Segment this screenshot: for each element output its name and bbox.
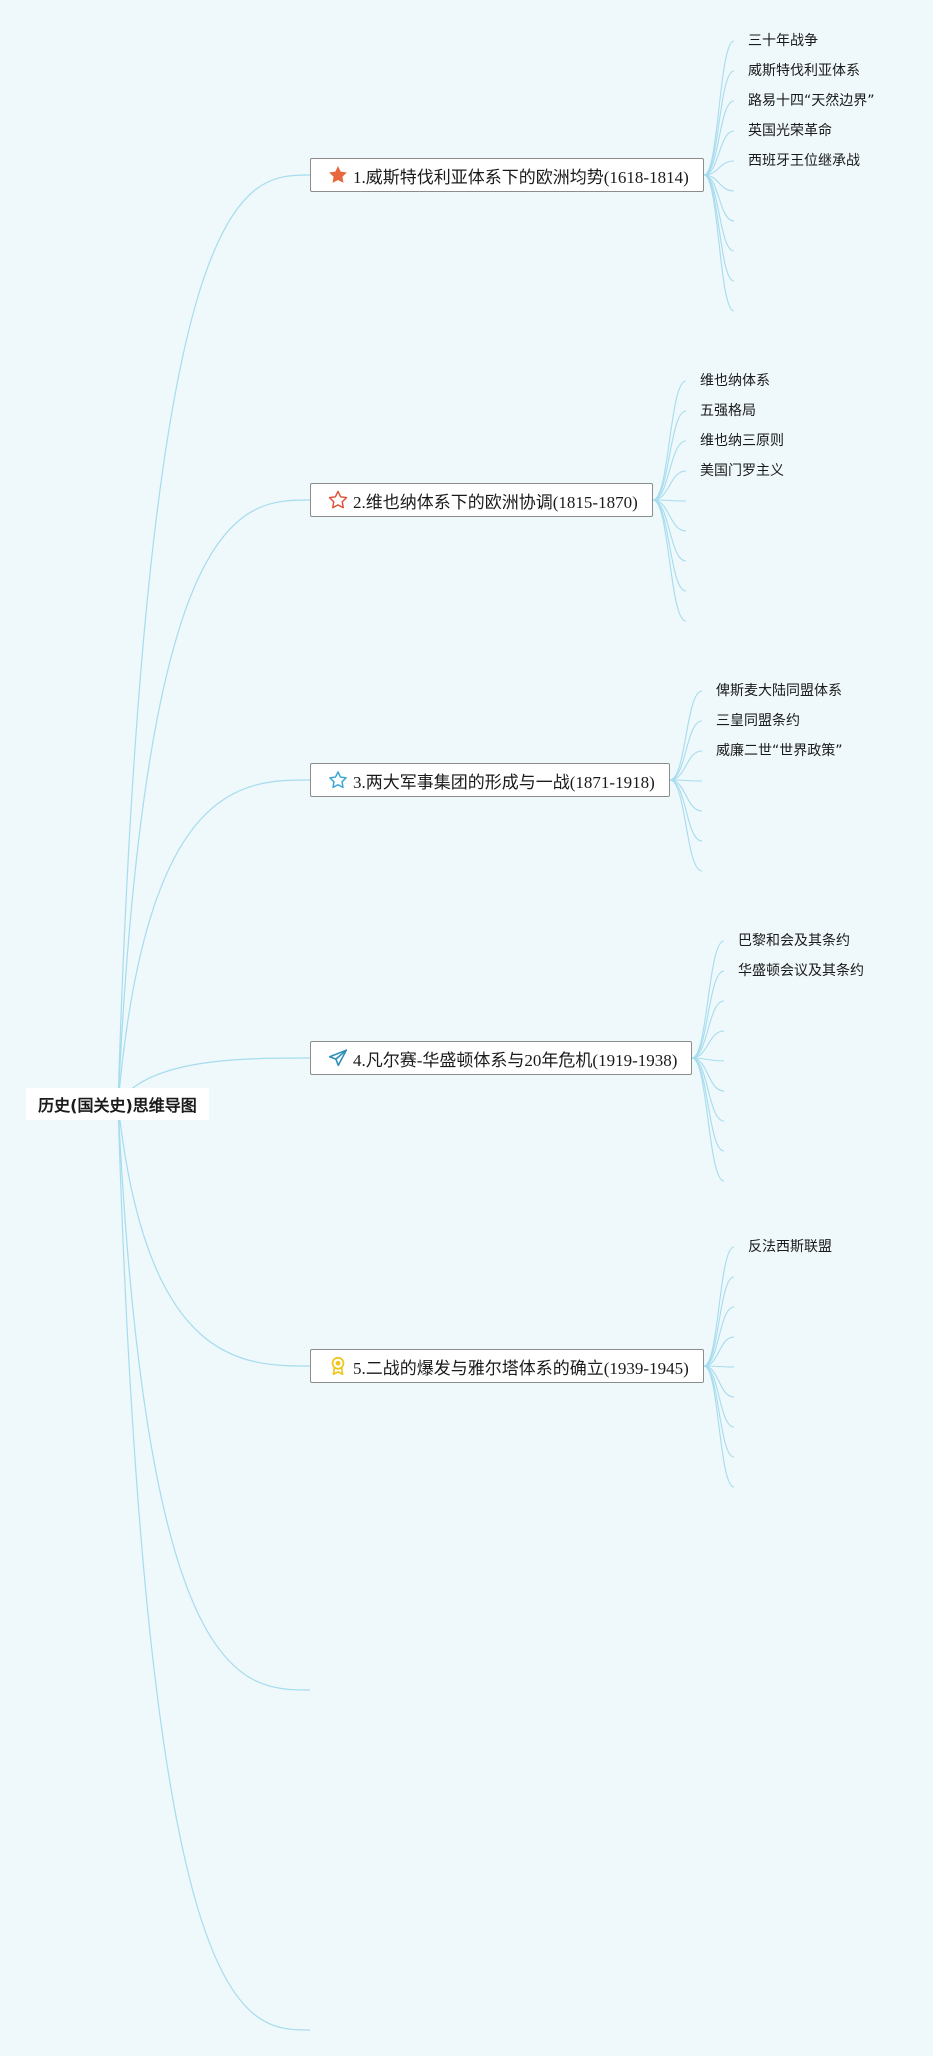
root-connector (117, 174, 311, 1105)
leaf-connector (703, 174, 735, 312)
root-connector (117, 1103, 311, 2031)
leaf-connector (669, 750, 703, 781)
leaf-topic[interactable]: 威斯特伐利亚体系 (748, 63, 860, 79)
leaf-topic[interactable]: 三皇同盟条约 (716, 713, 800, 729)
branch-topic-label: 5.二战的爆发与雅尔塔体系的确立(1939-1945) (353, 1358, 689, 1378)
leaf-connector (691, 970, 725, 1059)
leaf-connector (691, 1057, 725, 1152)
branch-topic-3[interactable]: 3.两大军事集团的形成与一战(1871-1918) (310, 763, 670, 797)
leaf-connector (691, 940, 725, 1059)
branch-topic-label: 2.维也纳体系下的欧洲协调(1815-1870) (353, 492, 638, 512)
leaf-connector (652, 499, 687, 562)
root-connector (117, 1103, 311, 1691)
leaf-topic[interactable]: 维也纳三原则 (700, 433, 784, 449)
leaf-connector (703, 160, 735, 176)
leaf-topic[interactable]: 华盛顿会议及其条约 (738, 963, 864, 979)
leaf-connector (703, 1276, 735, 1367)
leaf-connector (669, 779, 703, 842)
leaf-connector (703, 100, 735, 176)
leaf-connector (691, 1000, 725, 1059)
root-connector (117, 779, 311, 1105)
leaf-connector (669, 779, 703, 812)
leaf-connector (703, 40, 735, 176)
leaf-topic[interactable]: 路易十四“天然边界” (748, 93, 875, 109)
leaf-connector (703, 1246, 735, 1367)
leaf-connector (652, 440, 687, 501)
leaf-topic[interactable]: 美国门罗主义 (700, 463, 784, 479)
leaf-connector (652, 499, 687, 592)
star-outline-icon (327, 769, 349, 791)
leaf-connector (669, 720, 703, 781)
star-outline-icon (327, 489, 349, 511)
branch-topic-5[interactable]: 5.二战的爆发与雅尔塔体系的确立(1939-1945) (310, 1349, 704, 1383)
leaf-connector (703, 1306, 735, 1367)
root-topic-label: 历史(国关史)思维导图 (38, 1096, 197, 1115)
leaf-topic[interactable]: 三十年战争 (748, 33, 818, 49)
leaf-connector (652, 410, 687, 501)
leaf-connector (652, 499, 687, 622)
leaf-topic[interactable]: 西班牙王位继承战 (748, 153, 860, 169)
leaf-connector (703, 1365, 735, 1458)
branch-topic-4[interactable]: 4.凡尔赛-华盛顿体系与20年危机(1919-1938) (310, 1041, 693, 1075)
leaf-topic[interactable]: 英国光荣革命 (748, 123, 832, 139)
leaf-connector (669, 690, 703, 781)
leaf-topic[interactable]: 五强格局 (700, 403, 756, 419)
award-badge-icon (327, 1355, 349, 1377)
leaf-connector (703, 1365, 735, 1488)
root-connector (117, 1103, 311, 1367)
leaf-connector (652, 470, 687, 501)
leaf-connector (669, 779, 703, 872)
leaf-topic[interactable]: 威廉二世“世界政策” (716, 743, 843, 759)
root-topic[interactable]: 历史(国关史)思维导图 (26, 1088, 209, 1120)
leaf-topic[interactable]: 俾斯麦大陆同盟体系 (716, 683, 842, 699)
leaf-connector (691, 1030, 725, 1059)
paper-plane-icon (327, 1047, 349, 1069)
root-connector (117, 499, 311, 1105)
branch-topic-2[interactable]: 2.维也纳体系下的欧洲协调(1815-1870) (310, 483, 653, 517)
leaf-connector (691, 1057, 725, 1122)
branch-topic-1[interactable]: 1.威斯特伐利亚体系下的欧洲均势(1618-1814) (310, 158, 704, 192)
leaf-connector (703, 70, 735, 176)
leaf-topic[interactable]: 巴黎和会及其条约 (738, 933, 850, 949)
leaf-topic[interactable]: 维也纳体系 (700, 373, 770, 389)
star-filled-icon (327, 164, 349, 186)
branch-topic-label: 1.威斯特伐利亚体系下的欧洲均势(1618-1814) (353, 167, 689, 187)
leaf-connector (703, 1336, 735, 1367)
leaf-connector (703, 1365, 735, 1428)
leaf-connector (703, 130, 735, 176)
leaf-connector (691, 1057, 725, 1182)
branch-topic-label: 3.两大军事集团的形成与一战(1871-1918) (353, 772, 655, 792)
branch-topic-label: 4.凡尔赛-华盛顿体系与20年危机(1919-1938) (353, 1050, 678, 1070)
leaf-topic[interactable]: 反法西斯联盟 (748, 1239, 832, 1255)
leaf-connector (652, 380, 687, 501)
